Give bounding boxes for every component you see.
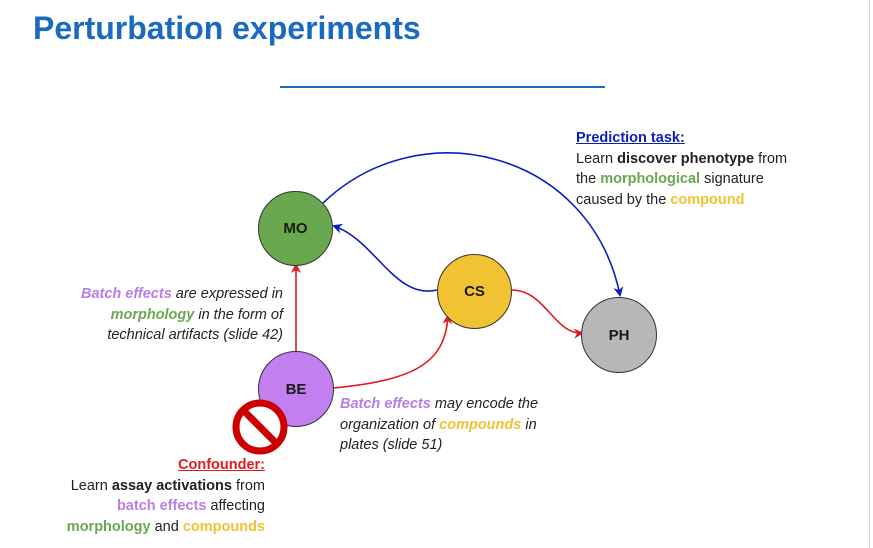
node-ph-label: PH	[608, 326, 630, 344]
compounds-label: compounds	[439, 416, 522, 433]
node-mo-label: MO	[283, 220, 308, 237]
prediction-text: signature	[700, 171, 764, 187]
batch-comp-text: plates (slide 51)	[340, 437, 443, 453]
batch-morph-text: in the form of	[194, 306, 283, 323]
batch-comp-text: may encode the	[430, 396, 539, 412]
morphology-label: morphology	[110, 306, 195, 323]
node-cs: CS	[437, 254, 512, 329]
prediction-heading: Prediction task:	[576, 130, 685, 146]
confounder-text: Confounder: Learn assay activations from…	[67, 455, 265, 537]
arrow-mo-to-ph	[322, 152, 624, 297]
batch-effects-label: batch effects	[116, 498, 207, 514]
prediction-text: caused by the	[576, 191, 671, 208]
confounder-text-part: affecting	[206, 498, 265, 514]
assay-activations-label: assay activations	[111, 477, 232, 494]
batch-compounds-text: Batch effects may encode the organizatio…	[340, 394, 538, 456]
title-underline	[280, 86, 605, 88]
batch-effects-label: Batch effects	[340, 396, 431, 412]
confounder-text-part: from	[231, 477, 265, 494]
prediction-task-text: Prediction task: Learn discover phenotyp…	[576, 128, 787, 210]
prediction-emphasis: discover phenotype	[617, 150, 755, 167]
batch-comp-text: organization of	[340, 416, 440, 433]
batch-morph-text: technical artifacts (slide 42)	[107, 327, 283, 343]
slide-border	[869, 0, 870, 548]
batch-effects-label: Batch effects	[80, 286, 172, 302]
prediction-compound: compound	[670, 191, 745, 208]
node-be: BE	[258, 351, 334, 427]
node-ph: PH	[581, 297, 657, 373]
confounder-text-part: and	[150, 518, 183, 535]
batch-morphology-text: Batch effects are expressed in morpholog…	[81, 284, 283, 346]
no-sign-icon	[232, 399, 288, 455]
batch-comp-text: in	[521, 416, 537, 433]
arrow-be-to-cs	[332, 314, 453, 389]
node-mo: MO	[258, 191, 333, 266]
confounder-heading: Confounder:	[178, 457, 265, 473]
arrow-cs-to-ph	[511, 289, 584, 339]
node-cs-label: CS	[464, 283, 485, 300]
node-be-label: BE	[285, 380, 307, 398]
arrow-cs-to-mo	[332, 223, 438, 292]
confounder-text-part: Learn	[70, 477, 112, 494]
prediction-text: from	[754, 150, 788, 167]
page-title: Perturbation experiments	[33, 10, 421, 46]
compounds-label: compounds	[182, 518, 265, 535]
prediction-morphological: morphological	[600, 171, 701, 187]
prediction-text: the	[576, 171, 601, 187]
morphology-label: morphology	[66, 518, 151, 535]
prediction-text: Learn	[576, 150, 618, 167]
batch-morph-text: are expressed in	[171, 286, 283, 302]
